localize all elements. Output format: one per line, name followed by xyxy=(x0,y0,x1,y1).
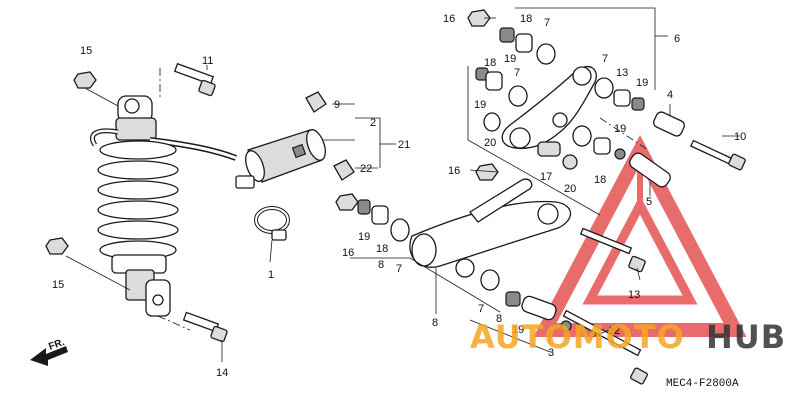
callout-7-b: 7 xyxy=(514,67,520,79)
callout-15-b: 15 xyxy=(52,279,64,291)
callout-12: 12 xyxy=(608,325,620,337)
callout-18-a: 18 xyxy=(520,13,532,25)
callout-18-c: 18 xyxy=(594,174,606,186)
callout-7-a: 7 xyxy=(544,17,550,29)
callout-8-a: 8 xyxy=(432,317,438,329)
bolt-14 xyxy=(182,311,228,343)
callout-8-c: 8 xyxy=(496,313,502,325)
callout-19-b: 19 xyxy=(474,99,486,111)
connecting-rod xyxy=(409,178,572,278)
bushing-9 xyxy=(305,91,327,113)
callout-19-e: 19 xyxy=(358,231,370,243)
bolt-11 xyxy=(173,62,216,97)
sleeve-5 xyxy=(629,152,671,188)
callout-19-d: 19 xyxy=(614,123,626,135)
callout-18-d: 18 xyxy=(376,243,388,255)
shock-reservoir xyxy=(235,129,326,189)
bushing-22 xyxy=(333,159,355,181)
upper-bearings xyxy=(467,9,645,170)
callout-14: 14 xyxy=(216,367,228,379)
callout-labels: 1 2 3 4 5 6 7 7 7 7 7 8 8 8 9 10 11 12 1… xyxy=(52,13,746,379)
callout-22: 22 xyxy=(360,163,372,175)
nut-16-middle xyxy=(475,163,499,181)
callout-17: 17 xyxy=(540,171,552,183)
nut-15-bottom xyxy=(45,237,69,255)
callout-16-c: 16 xyxy=(342,247,354,259)
rear-shock-absorber xyxy=(89,95,238,317)
callout-11: 11 xyxy=(202,55,213,67)
collar-4 xyxy=(653,111,685,137)
leader-lines xyxy=(65,7,740,362)
lower-bearings xyxy=(480,269,572,332)
callout-16-a: 16 xyxy=(443,13,455,25)
callout-20-a: 20 xyxy=(484,137,496,149)
callout-18-b: 18 xyxy=(484,57,496,69)
watermark-logo xyxy=(533,135,747,337)
callout-19-a: 19 xyxy=(504,53,516,65)
front-direction-label: FR. xyxy=(47,337,66,353)
callout-7-e: 7 xyxy=(478,303,484,315)
callout-3: 3 xyxy=(548,347,554,359)
callout-7-d: 7 xyxy=(396,263,402,275)
shock-arm xyxy=(501,66,597,150)
callout-21: 21 xyxy=(398,139,410,151)
bolt-13 xyxy=(579,227,646,273)
callout-19-f: 19 xyxy=(512,324,524,336)
callout-4: 4 xyxy=(667,89,673,101)
callout-5: 5 xyxy=(646,196,652,208)
callout-13-b: 13 xyxy=(628,289,640,301)
callout-10: 10 xyxy=(734,131,746,143)
callout-16-b: 16 xyxy=(448,165,460,177)
callout-2: 2 xyxy=(370,117,376,129)
callout-15-a: 15 xyxy=(80,45,92,57)
callout-7-c: 7 xyxy=(602,53,608,65)
callout-13-a: 13 xyxy=(616,67,628,79)
front-direction-arrow xyxy=(30,346,68,366)
callout-9: 9 xyxy=(334,99,340,111)
callout-6: 6 xyxy=(674,33,680,45)
diagram-reference-code: MEC4-F2800A xyxy=(666,378,739,390)
rod-bearings xyxy=(335,193,410,242)
reservoir-band xyxy=(254,206,290,241)
callout-20-b: 20 xyxy=(564,183,576,195)
callout-8-b: 8 xyxy=(378,259,384,271)
callout-1: 1 xyxy=(268,269,274,281)
callout-19-c: 19 xyxy=(636,77,648,89)
watermark-hub: HUB xyxy=(706,318,786,356)
watermark-text: AUTOMOTO HUB xyxy=(470,318,786,356)
nut-15-top xyxy=(73,71,97,89)
bolt-10 xyxy=(690,139,746,171)
watermark-automoto: AUTOMOTO xyxy=(470,318,685,356)
